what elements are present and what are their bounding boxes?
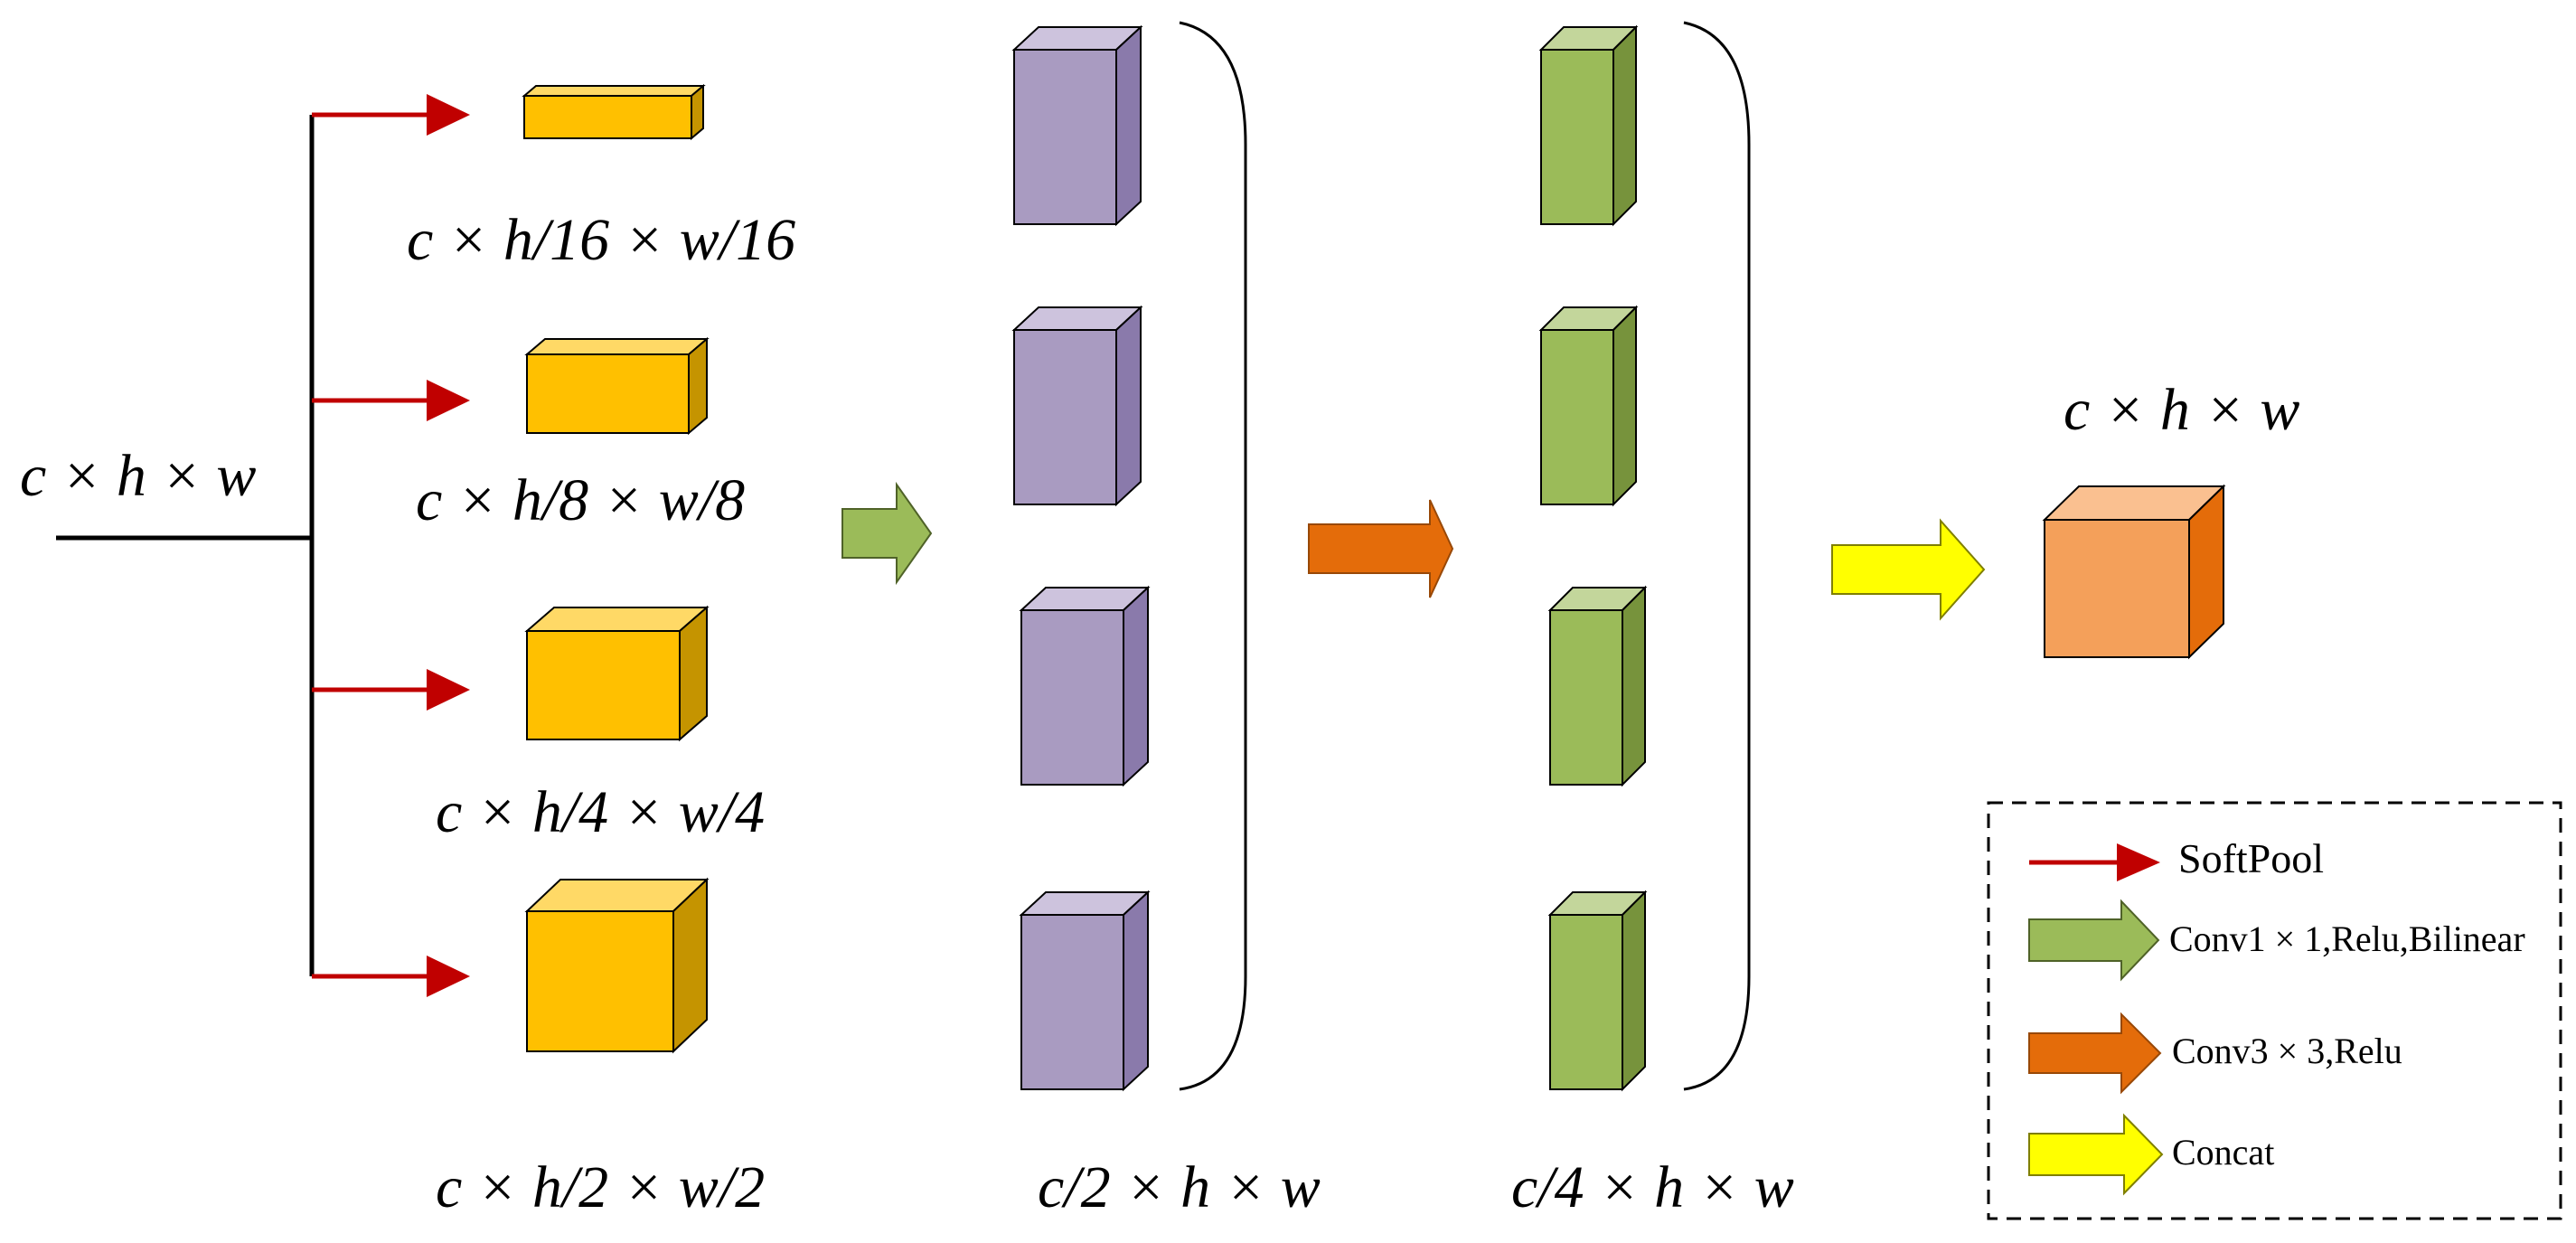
yellow-block-arrow-icon <box>2028 1113 2164 1196</box>
conv1-arrow <box>841 481 933 586</box>
pool-label-4: c × h/2 × w/2 <box>436 1154 765 1220</box>
upsampled-block-2 <box>1011 305 1143 507</box>
upsampled-block-1 <box>1011 24 1143 227</box>
pool-label-3: c × h/4 × w/4 <box>436 779 765 845</box>
conv-block-2 <box>1538 305 1639 507</box>
legend: SoftPool Conv1 × 1,Relu,Bilinear Conv3 ×… <box>1987 801 2562 1220</box>
red-arrow-icon <box>2029 843 2160 881</box>
concat-arrow <box>1831 518 1986 621</box>
pooled-box-2 <box>524 336 710 436</box>
conv-block-4 <box>1547 890 1648 1092</box>
softpool-arrow-2 <box>312 380 470 421</box>
legend-item-softpool: SoftPool <box>2029 835 2324 881</box>
upsampled-block-4 <box>1019 890 1151 1092</box>
legend-label-conv3: Conv3 × 3,Relu <box>2172 1031 2402 1071</box>
pooled-box-1 <box>522 83 706 141</box>
input-branch <box>56 115 315 976</box>
green-block-arrow-icon <box>2028 899 2160 982</box>
output-cube <box>2042 484 2226 660</box>
legend-label-softpool: SoftPool <box>2178 835 2324 881</box>
legend-item-concat: Concat <box>2028 1113 2274 1196</box>
pool-label-1: c × h/16 × w/16 <box>407 207 795 273</box>
output-label: c × h × w <box>2064 377 2299 443</box>
conv-block-3 <box>1547 585 1648 787</box>
green-group-bracket <box>1683 21 1751 1091</box>
pool-label-2: c × h/8 × w/8 <box>416 467 745 533</box>
orange-block-arrow-icon <box>2028 1012 2162 1095</box>
legend-item-conv1: Conv1 × 1,Relu,Bilinear <box>2028 899 2525 982</box>
conv3-arrow <box>1308 499 1454 598</box>
softpool-arrow-1 <box>312 94 470 136</box>
purple-group-bracket <box>1179 21 1247 1091</box>
softpool-arrows <box>312 94 470 997</box>
legend-label-concat: Concat <box>2172 1132 2274 1172</box>
pooled-box-3 <box>524 605 710 742</box>
legend-label-conv1: Conv1 × 1,Relu,Bilinear <box>2169 918 2525 959</box>
pooled-box-4 <box>524 877 710 1054</box>
input-label: c × h × w <box>20 443 256 509</box>
purple-stage-label: c/2 × h × w <box>1038 1154 1321 1220</box>
softpool-arrow-4 <box>312 956 470 997</box>
green-stage-label: c/4 × h × w <box>1511 1154 1794 1220</box>
conv-block-1 <box>1538 24 1639 227</box>
softpool-arrow-3 <box>312 669 470 711</box>
upsampled-block-3 <box>1019 585 1151 787</box>
legend-item-conv3: Conv3 × 3,Relu <box>2028 1012 2402 1095</box>
legend-frame <box>1987 801 2562 1220</box>
